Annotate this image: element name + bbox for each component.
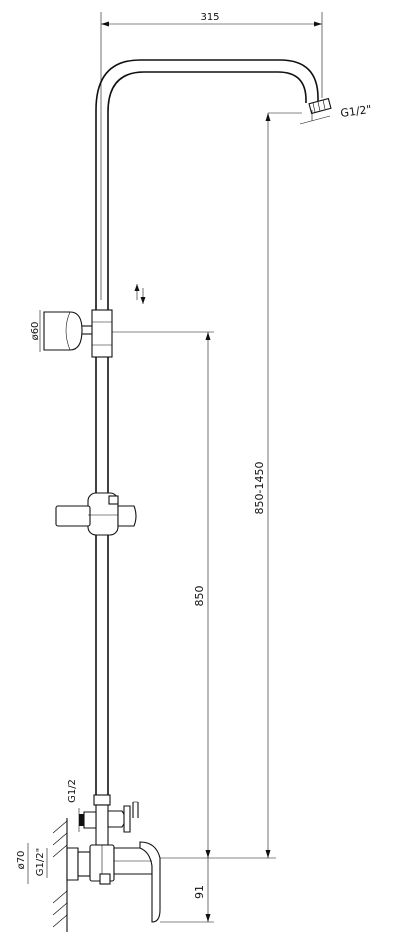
arm-width-label: 315 [200,12,219,23]
shower-outlet-nut: G1/2" [299,97,373,125]
flange-diameter-label: ø70 [16,851,27,870]
upper-holder: ø60 [30,309,113,358]
bottom-offset-dimension: 91 [160,857,276,923]
inlet-thread-label: G1/2" [35,848,46,876]
column-height-dimension: 850-1450 [253,113,271,858]
inlet-dimensions: ø70 G1/2" [16,843,48,884]
outlet-thread-label: G1/2" [340,103,373,120]
slide-direction-arrows [134,284,146,304]
wall-hatching [52,818,68,932]
bottom-offset-label: 91 [193,885,206,899]
slider-travel-dimension: 850 [112,331,214,858]
diverter-tee [79,794,139,846]
column-height-label: 850-1450 [253,462,266,515]
sliding-rail [95,357,109,795]
wall-mixer [66,841,161,923]
slider-travel-label: 850 [193,586,206,607]
hand-shower-slider [55,492,137,536]
tee-thread-callout: G1/2 [67,779,80,832]
tee-thread-label: G1/2 [67,779,78,803]
riser-pipe [95,59,319,310]
holder-diameter-label: ø60 [30,322,41,341]
arm-width-dimension: 315 [100,12,323,300]
